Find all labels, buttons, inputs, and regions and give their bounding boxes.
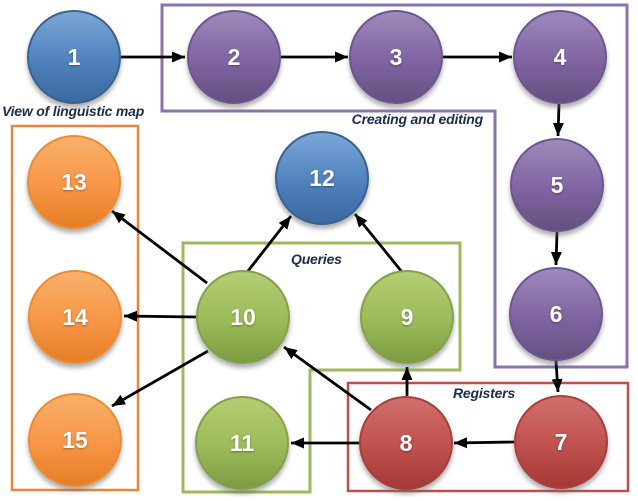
node-7: 7 (514, 395, 608, 489)
node-3: 3 (349, 10, 443, 104)
group-label-queries: Queries (291, 251, 342, 267)
node-13: 13 (27, 135, 121, 229)
node-6: 6 (509, 267, 603, 361)
node-8: 8 (359, 396, 453, 490)
group-box-registers (346, 381, 630, 493)
group-box-view-of-linguistic-map (10, 124, 140, 492)
node-12: 12 (275, 131, 369, 225)
node-9: 9 (360, 270, 454, 364)
node-10: 10 (196, 270, 290, 364)
arrow-6-to-7 (551, 360, 563, 393)
arrow-7-to-8 (453, 437, 515, 449)
node-4: 4 (513, 10, 607, 104)
arrow-10-to-13 (111, 209, 208, 285)
node-5: 5 (510, 138, 604, 232)
node-14: 14 (28, 270, 122, 364)
arrow-10-to-15 (111, 349, 209, 408)
node-1: 1 (27, 10, 121, 104)
arrow-9-to-12 (353, 213, 404, 273)
group-label-registers: Registers (453, 385, 516, 401)
arrow-10-to-12 (246, 215, 293, 272)
arrow-10-to-14 (123, 310, 197, 322)
arrow-8-to-10 (283, 345, 372, 412)
group-label-view-of-linguistic-map: View of linguistic map (2, 103, 145, 119)
node-11: 11 (195, 396, 289, 490)
group-label-creating-and-editing: Creating and editing (351, 111, 484, 127)
node-2: 2 (187, 10, 281, 104)
group-box-queries (181, 241, 462, 494)
arrow-4-to-5 (552, 103, 564, 137)
arrow-5-to-6 (550, 231, 562, 266)
node-15: 15 (28, 393, 122, 487)
group-box-creating-and-editing (160, 3, 629, 369)
